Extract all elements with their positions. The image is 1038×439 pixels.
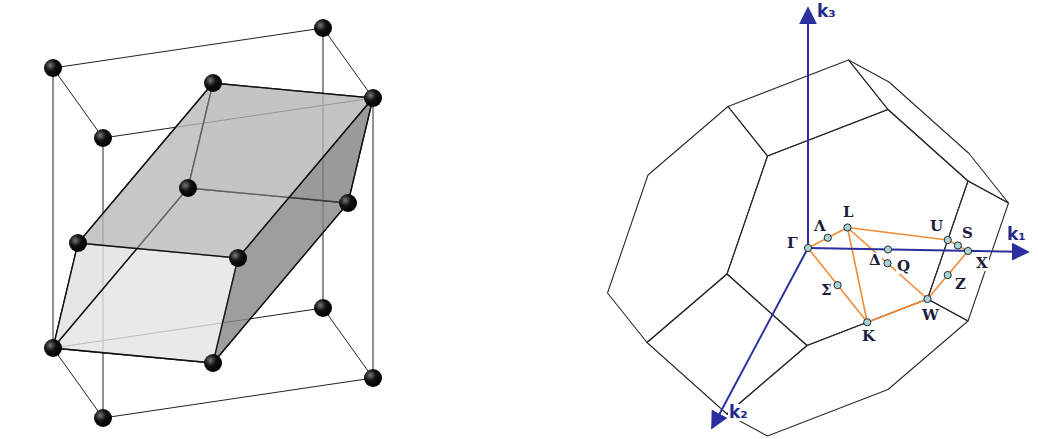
- point-label: Δ: [868, 253, 882, 268]
- lattice-atom: [339, 194, 357, 212]
- cube-edge: [53, 28, 323, 68]
- k-point: [944, 271, 951, 278]
- lattice-atom: [229, 249, 247, 267]
- zone-face-outline: [849, 60, 1009, 203]
- point-label: Q: [896, 259, 911, 274]
- point-label: L: [842, 205, 855, 220]
- point-label: U: [929, 219, 944, 234]
- fcc-cube: [44, 19, 382, 427]
- point-label: S: [961, 226, 974, 241]
- lattice-atom: [364, 369, 382, 387]
- zone-face-outline: [727, 110, 968, 346]
- axis-label: k₁: [1006, 226, 1027, 243]
- lattice-atom: [314, 19, 332, 37]
- symmetry-path: [928, 251, 969, 299]
- cube-edge: [103, 378, 373, 418]
- point-label: Λ: [813, 219, 827, 234]
- axis-label: k₂: [728, 404, 749, 421]
- symmetry-path: [867, 299, 927, 322]
- point-label: Σ: [820, 283, 833, 298]
- symmetry-path: [848, 228, 928, 300]
- point-label: Γ: [786, 236, 799, 251]
- brillouin-zone: [608, 8, 1029, 436]
- k-point: [924, 295, 931, 302]
- k-axis: [808, 248, 1028, 252]
- axis-label: k₃: [816, 3, 837, 20]
- k-axis: [712, 248, 808, 428]
- k-axis: [807, 8, 809, 248]
- point-label: W: [921, 308, 940, 323]
- lattice-atom: [94, 409, 112, 427]
- primitive-cell-face: [213, 98, 373, 363]
- lattice-atom: [204, 74, 222, 92]
- lattice-atom: [314, 299, 332, 317]
- point-label: K: [861, 329, 876, 344]
- symmetry-path: [808, 248, 867, 322]
- k-point: [884, 246, 891, 253]
- lattice-atom: [179, 179, 197, 197]
- cube-edge: [373, 98, 374, 378]
- cube-edge: [53, 68, 54, 348]
- lattice-atom: [364, 89, 382, 107]
- k-point: [884, 260, 891, 267]
- cube-edge: [323, 28, 373, 98]
- zone-face-outline: [727, 299, 968, 436]
- k-point: [944, 236, 951, 243]
- cube-edge: [323, 308, 373, 378]
- k-point: [844, 224, 851, 231]
- point-label: Z: [954, 277, 967, 292]
- k-point: [804, 244, 811, 251]
- k-point: [964, 247, 971, 254]
- lattice-atom: [69, 234, 87, 252]
- k-point: [954, 242, 961, 249]
- k-point: [834, 282, 841, 289]
- lattice-atom: [44, 59, 62, 77]
- cube-edge: [53, 68, 103, 138]
- lattice-atom: [94, 129, 112, 147]
- lattice-atom: [204, 354, 222, 372]
- k-point: [864, 319, 871, 326]
- lattice-atom: [44, 339, 62, 357]
- k-point: [824, 234, 831, 241]
- point-label: X: [975, 256, 989, 271]
- cube-edge: [53, 348, 103, 418]
